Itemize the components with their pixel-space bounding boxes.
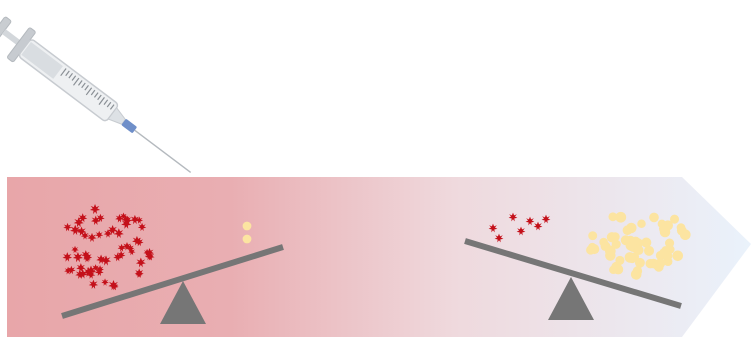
left-yellow-particle-cluster	[242, 221, 252, 244]
right-balance-beam	[464, 238, 682, 309]
yellow-particle	[624, 252, 636, 263]
yellow-particle	[242, 221, 252, 231]
yellow-particle	[665, 238, 675, 248]
yellow-particle	[242, 234, 252, 244]
yellow-particle	[659, 223, 670, 234]
left-balance-scale	[61, 203, 284, 324]
yellow-particle	[641, 237, 652, 248]
yellow-particle	[610, 232, 620, 242]
right-balance-scale	[464, 211, 691, 320]
right-balance-fulcrum	[548, 277, 594, 320]
yellow-particle	[645, 258, 656, 269]
yellow-particle	[608, 212, 618, 222]
yellow-particle	[613, 264, 624, 275]
left-balance-fulcrum	[160, 281, 206, 324]
yellow-particle	[649, 212, 659, 223]
yellow-particle	[670, 214, 680, 224]
yellow-particle	[588, 231, 598, 241]
yellow-particle	[634, 257, 645, 268]
yellow-particle	[620, 235, 631, 246]
yellow-particle	[604, 245, 616, 257]
yellow-particle	[611, 239, 621, 249]
yellow-particle	[632, 266, 643, 276]
yellow-particle	[622, 225, 633, 236]
yellow-particle	[672, 250, 684, 262]
yellow-particle	[659, 248, 668, 257]
yellow-particle	[630, 236, 641, 247]
yellow-particle	[679, 229, 691, 241]
yellow-particle	[637, 219, 646, 228]
yellow-particle	[634, 245, 644, 255]
left-balance-beam	[61, 244, 284, 319]
yellow-particle	[644, 245, 655, 256]
yellow-particle	[615, 211, 627, 223]
right-yellow-particle-cluster	[586, 211, 691, 280]
syringe-icon	[0, 16, 192, 173]
yellow-particle	[655, 258, 666, 269]
yellow-particle	[589, 244, 600, 255]
yellow-particle	[676, 223, 686, 232]
